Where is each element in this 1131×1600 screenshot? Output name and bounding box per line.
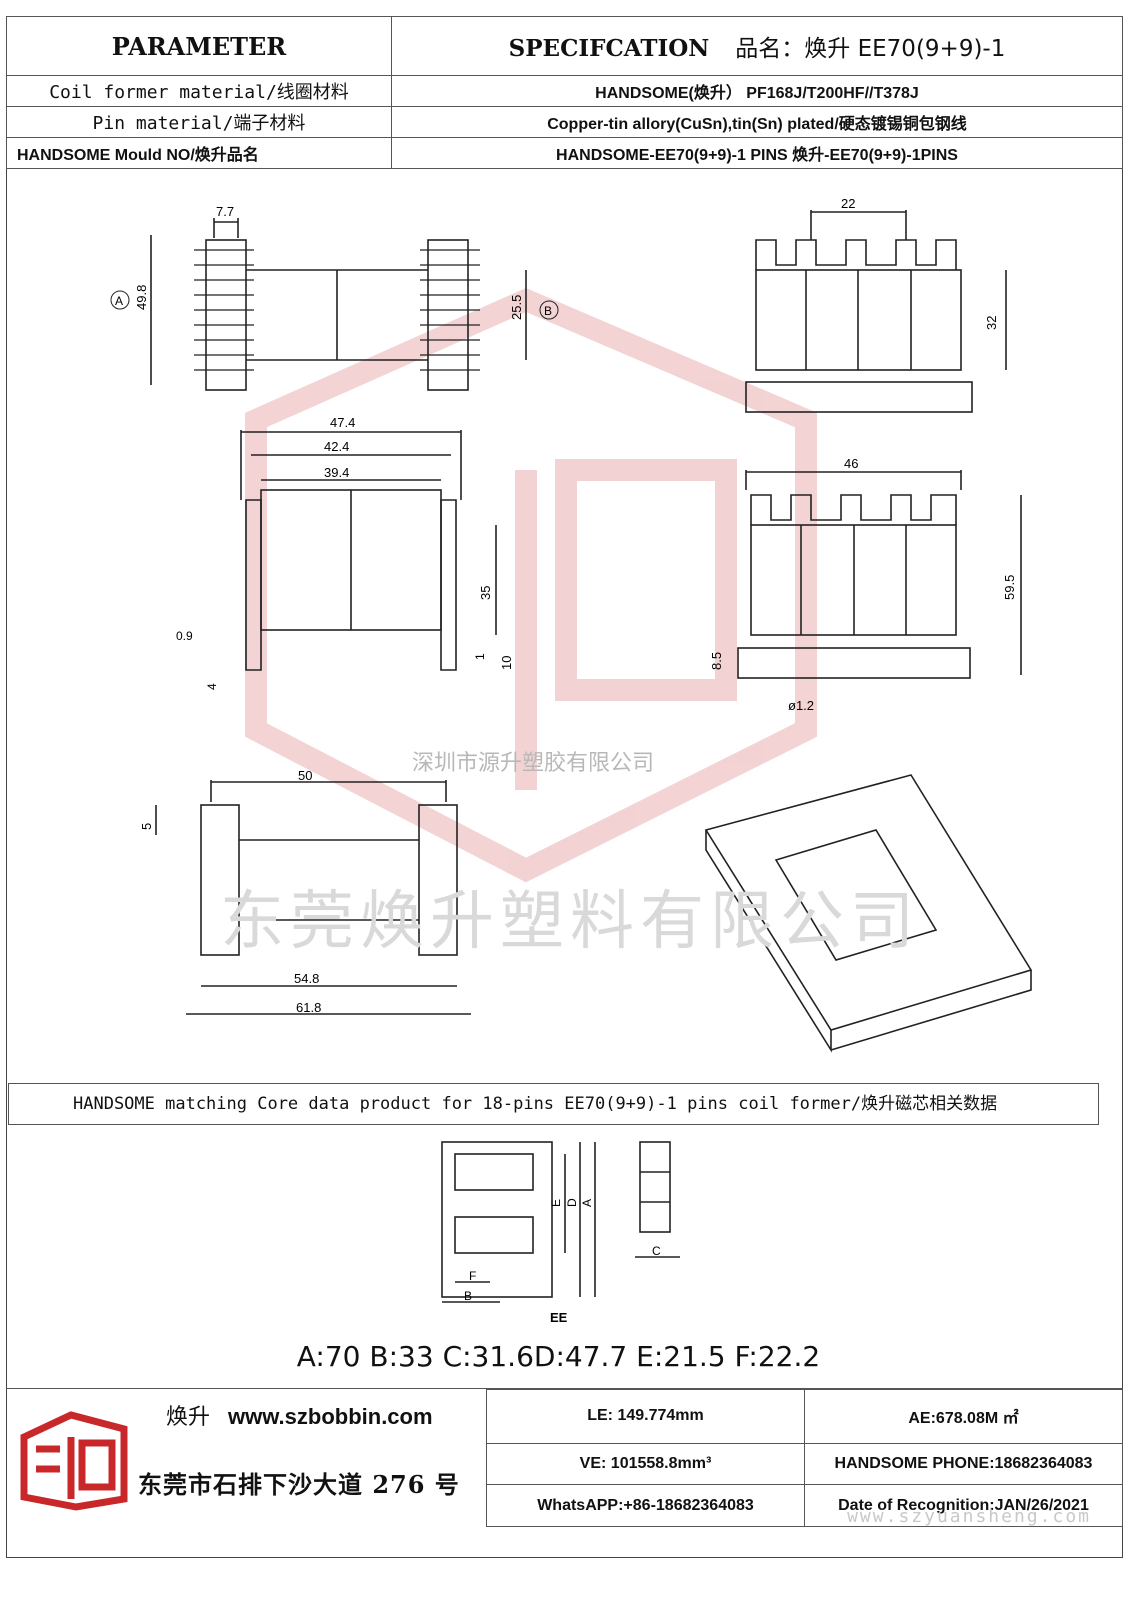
dim-h: 50 xyxy=(298,768,312,783)
website-link[interactable]: www.szbobbin.com xyxy=(228,1404,433,1429)
dim-a-bottom: 5 xyxy=(139,823,154,830)
core-params-table: LE: 149.774mm AE:678.08M ㎡ VE: 101558.8m… xyxy=(486,1389,1123,1527)
top-view-right xyxy=(745,210,1007,413)
core-letter-f: F xyxy=(469,1269,476,1283)
dim-o: 59.5 xyxy=(1002,575,1017,600)
label-b-circle xyxy=(539,300,559,320)
mould-no-label: HANDSOME Mould NO/焕升品名 xyxy=(6,137,392,169)
watermark-company-large: 东莞焕升塑料有限公司 xyxy=(220,885,920,959)
dim-small-3: 1 xyxy=(473,653,487,660)
brand-logo-icon xyxy=(20,1411,128,1511)
side-view-right xyxy=(737,470,1022,679)
watermark-url: www.szyuansheng.com xyxy=(847,1506,1091,1527)
ve-value: VE: 101558.8mm³ xyxy=(486,1442,805,1486)
dim-small-2: 4 xyxy=(205,683,219,690)
dim-i: 54.8 xyxy=(294,971,319,986)
brand-line: 焕升 www.szbobbin.com xyxy=(166,1399,433,1431)
dim-b: 25.5 xyxy=(509,295,524,320)
front-view-left xyxy=(240,430,497,671)
svg-text:A: A xyxy=(115,294,123,308)
label-a-circle xyxy=(110,290,130,310)
dim-j: 61.8 xyxy=(296,1000,321,1015)
mould-no-value: HANDSOME-EE70(9+9)-1 PINS 焕升-EE70(9+9)-1… xyxy=(391,137,1123,169)
core-letter-b: B xyxy=(464,1289,472,1303)
dim-n: 46 xyxy=(844,456,858,471)
core-letter-c: C xyxy=(652,1244,661,1258)
whatsapp-value: WhatsAPP:+86-18682364083 xyxy=(486,1484,805,1527)
dim-small-1: 0.9 xyxy=(176,629,193,643)
bobbin-drawing: 7.7 49.8 25.5 A B 22 32 47.4 42.4 39.4 3… xyxy=(110,196,1033,1053)
core-letter-e: E xyxy=(549,1199,563,1207)
dim-pitch: 7.7 xyxy=(216,204,234,219)
svg-text:B: B xyxy=(544,304,552,318)
core-data-caption: HANDSOME matching Core data product for … xyxy=(8,1083,1099,1125)
dim-a-top: 49.8 xyxy=(134,285,149,310)
dim-e: 39.4 xyxy=(324,465,349,480)
isometric-view xyxy=(704,774,1033,1053)
product-name: 品名：焕升 EE70(9+9)-1 xyxy=(735,36,1006,62)
dim-g: 10 xyxy=(499,656,514,670)
company-address: 东莞市石排下沙大道 276 号 xyxy=(138,1470,460,1499)
dim-c: 47.4 xyxy=(330,415,355,430)
dim-d: 42.4 xyxy=(324,439,349,454)
core-values: A:70 B:33 C:31.6D:47.7 E:21.5 F:22.2 xyxy=(296,1340,821,1373)
bottom-view-left xyxy=(155,780,471,1015)
le-value: LE: 149.774mm xyxy=(486,1389,805,1444)
dim-width-l: 22 xyxy=(841,196,855,211)
pin-material-label: Pin material/端子材料 xyxy=(6,106,392,138)
coil-former-material-value: HANDSOME(焕升） PF168J/T200HF//T378J xyxy=(391,75,1123,107)
dim-height-m: 32 xyxy=(984,316,999,330)
footer: 焕升 www.szbobbin.com 东莞市石排下沙大道 276 号 LE: 1… xyxy=(6,1388,1123,1527)
core-letter-d: D xyxy=(565,1198,579,1207)
ae-value: AE:678.08M ㎡ xyxy=(804,1389,1123,1444)
core-type-label: EE xyxy=(550,1310,568,1325)
phone-value: HANDSOME PHONE:18682364083 xyxy=(804,1442,1123,1486)
dim-f: 35 xyxy=(478,586,493,600)
recognition-date: Date of Recognition:JAN/26/2021 xyxy=(804,1484,1123,1527)
pin-material-value: Copper-tin allory(CuSn),tin(Sn) plated/硬… xyxy=(391,106,1123,138)
dim-p: 8.5 xyxy=(709,652,724,670)
red-watermark-logo xyxy=(245,287,817,883)
ee-core-diagram: E D A C F B EE xyxy=(441,1141,680,1325)
parameter-heading: PARAMETER xyxy=(6,16,392,76)
coil-former-material-label: Coil former material/线圈材料 xyxy=(6,75,392,107)
watermark-company-small: 深圳市源升塑胶有限公司 xyxy=(412,751,655,776)
dim-q: ø1.2 xyxy=(788,698,814,713)
brand-name: 焕升 xyxy=(166,1405,211,1430)
core-letter-a: A xyxy=(580,1199,594,1207)
top-view-left xyxy=(150,218,527,391)
